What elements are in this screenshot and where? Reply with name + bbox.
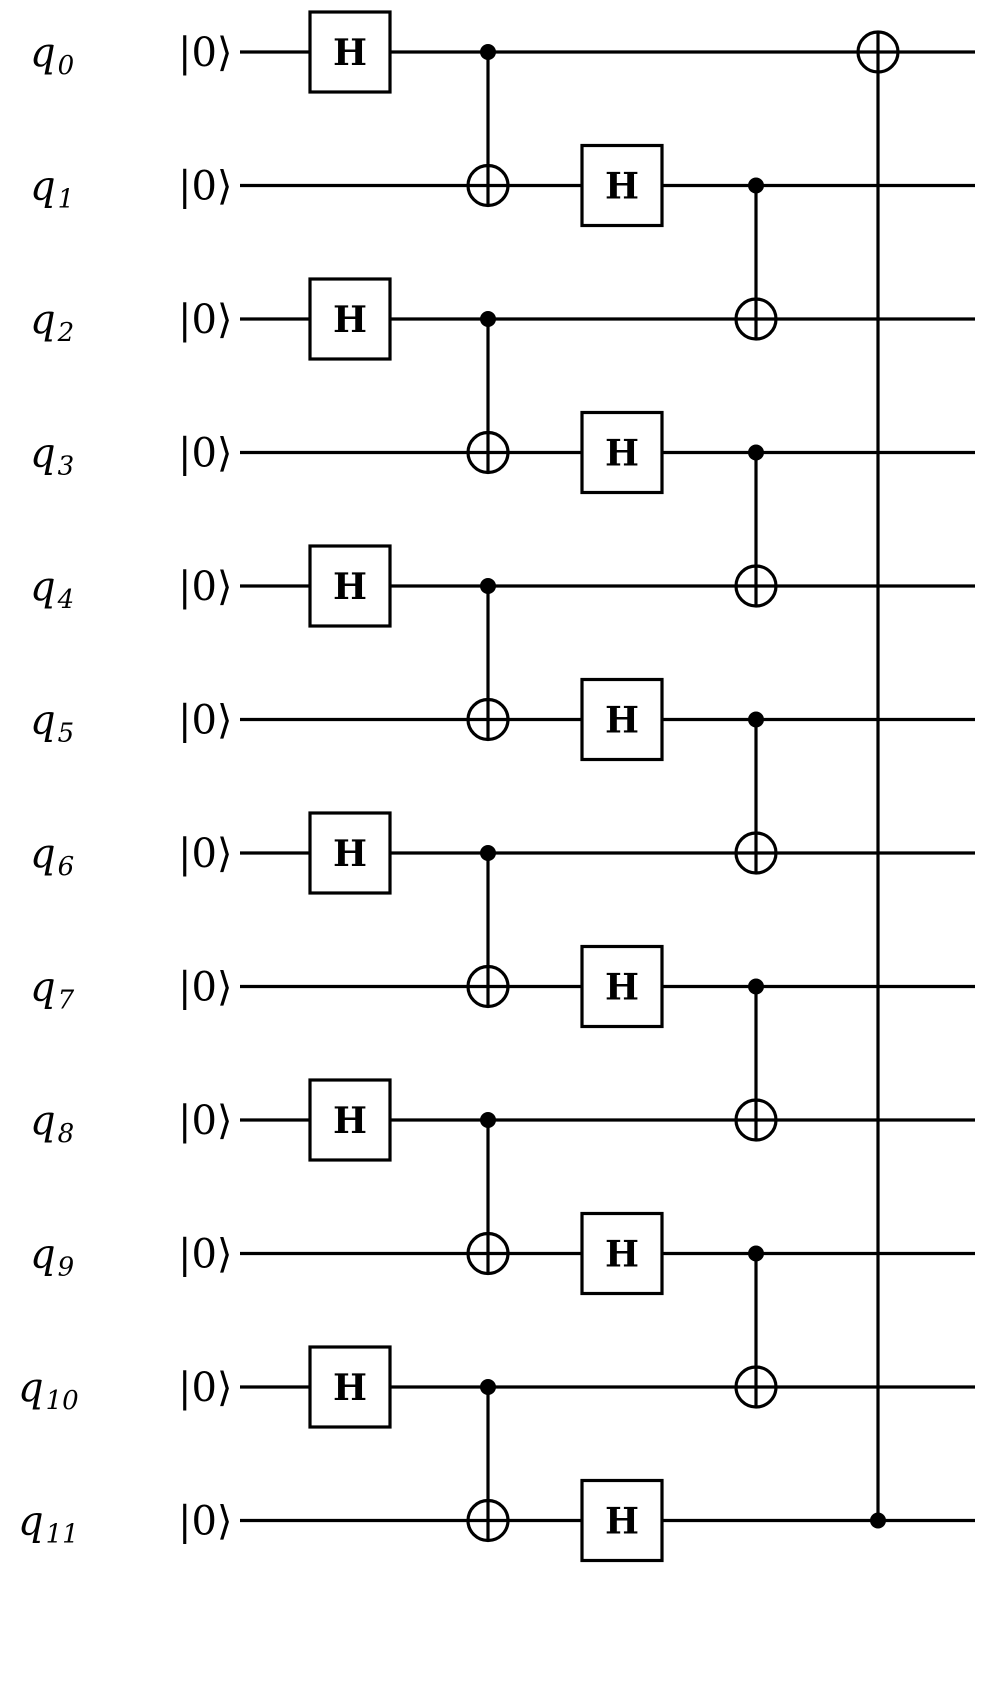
initial-state-ket: |0⟩ (178, 1098, 233, 1144)
initial-state-ket: |0⟩ (178, 965, 233, 1011)
cnot-control-dot (870, 1512, 886, 1529)
hadamard-gate (580, 1478, 664, 1563)
cnot-control-dot (748, 711, 764, 728)
qubit-label: q3 (30, 431, 74, 482)
cnot-control-dot (480, 578, 496, 594)
qubit-label: q0 (30, 30, 74, 81)
cnot-control-dot (480, 845, 496, 861)
initial-state-ket: |0⟩ (178, 564, 233, 610)
cnot-control-dot (748, 444, 764, 461)
qubit-label: q9 (30, 1232, 74, 1283)
hadamard-gate (580, 1211, 664, 1296)
hadamard-gate-label: H (333, 32, 367, 74)
cnot-control-dot (480, 311, 496, 327)
hadamard-gate (308, 10, 392, 94)
hadamard-gate (308, 544, 392, 628)
qubit-label: q4 (30, 564, 74, 615)
cnot-control-dot (748, 177, 764, 194)
hadamard-gate-label: H (605, 1234, 639, 1276)
hadamard-gate-label: H (333, 299, 367, 341)
hadamard-gate (580, 143, 664, 228)
hadamard-gate-label: H (605, 166, 639, 208)
hadamard-gate-label: H (605, 1501, 639, 1543)
hadamard-gate (580, 410, 664, 495)
cnot-connectors (486, 32, 880, 1541)
initial-state-ket: |0⟩ (178, 30, 233, 76)
qubit-wires (240, 50, 975, 1523)
qubit-label: q10 (18, 1365, 79, 1416)
cnot-control-dot (748, 1245, 764, 1262)
initial-state-ket: |0⟩ (178, 1499, 233, 1545)
initial-state-ket: |0⟩ (178, 431, 233, 477)
qubit-label: q11 (18, 1499, 79, 1550)
hadamard-gate-label: H (605, 700, 639, 742)
hadamard-gate-label: H (333, 1367, 367, 1409)
qubit-labels: q0 |0⟩ q1 |0⟩ q2 |0⟩ q3 |0⟩ q4 |0⟩ q5 |0⟩ q6 |0⟩ q7 |0⟩… (18, 30, 233, 1550)
initial-state-ket: |0⟩ (178, 698, 233, 744)
initial-state-ket: |0⟩ (178, 831, 233, 877)
cnot-control-dot (480, 1379, 496, 1395)
hadamard-gate (308, 811, 392, 895)
hadamard-gate (580, 944, 664, 1029)
initial-state-ket: |0⟩ (178, 297, 233, 343)
hadamard-gate (308, 1345, 392, 1429)
hadamard-gate-label: H (605, 967, 639, 1009)
initial-state-ket: |0⟩ (178, 1232, 233, 1278)
hadamard-gate (308, 1078, 392, 1162)
initial-state-ket: |0⟩ (178, 1365, 233, 1411)
qubit-label: q7 (30, 965, 75, 1016)
hadamard-gate (580, 677, 664, 762)
cnot-control-dot (748, 978, 764, 995)
qubit-label: q2 (30, 297, 74, 348)
qubit-label: q5 (30, 698, 74, 749)
hadamard-gate-label: H (605, 433, 639, 475)
qubit-label: q6 (30, 831, 74, 882)
cnot-control-dot (480, 1112, 496, 1128)
cnot-control-dot (480, 44, 496, 60)
qubit-label: q1 (30, 164, 74, 215)
hadamard-gate (308, 277, 392, 361)
hadamard-gate-label: H (333, 566, 367, 608)
hadamard-gate-label: H (333, 1100, 367, 1142)
gates: H H H H H H H H H H H H (308, 10, 900, 1563)
initial-state-ket: |0⟩ (178, 164, 233, 210)
hadamard-gate-label: H (333, 833, 367, 875)
qubit-label: q8 (30, 1098, 74, 1149)
